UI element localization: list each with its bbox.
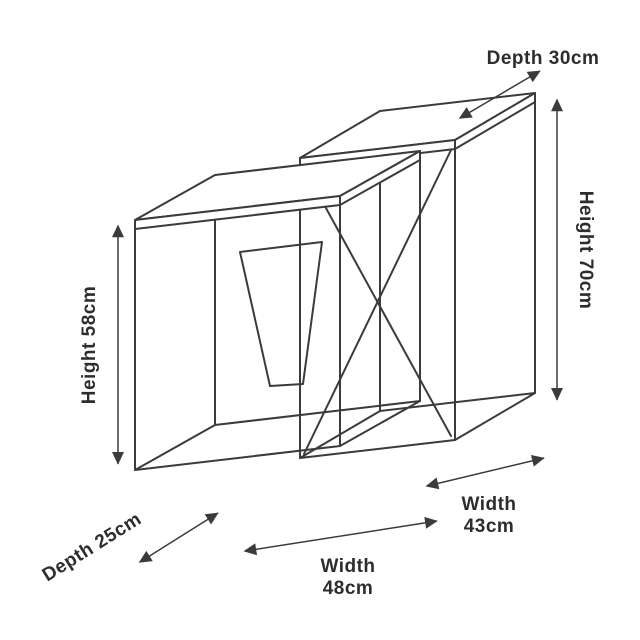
dimension-arrow-depth-30 bbox=[458, 70, 541, 119]
dimension-arrow-depth-25 bbox=[138, 512, 219, 563]
dimension-arrow-width-43 bbox=[425, 454, 545, 490]
dimension-arrow-width-48 bbox=[243, 516, 438, 556]
dimension-label-height-58: Height 58cm bbox=[79, 286, 100, 404]
short-table-top-side-edge bbox=[339, 150, 421, 206]
short-table-base-frame bbox=[134, 400, 421, 471]
tall-table-cross-brace bbox=[303, 149, 452, 455]
short-table-wireframe bbox=[134, 150, 421, 471]
dimension-label-width-48-line1: Width bbox=[320, 556, 375, 577]
dimension-label-height-70: Height 70cm bbox=[575, 191, 596, 309]
dimension-label-width-43-line2: 43cm bbox=[464, 516, 515, 537]
short-table-support-brace bbox=[239, 241, 323, 387]
dimension-label-width-43-line1: Width bbox=[461, 494, 516, 515]
tall-table-base-frame bbox=[299, 392, 536, 459]
dimension-annotations: Depth 30cm Height 70cm Height 58cm Depth… bbox=[39, 48, 600, 599]
dimension-label-depth-25: Depth 25cm bbox=[39, 509, 146, 587]
dimension-label-width-48-line2: 48cm bbox=[323, 578, 374, 599]
dimension-label-depth-30: Depth 30cm bbox=[487, 48, 600, 69]
